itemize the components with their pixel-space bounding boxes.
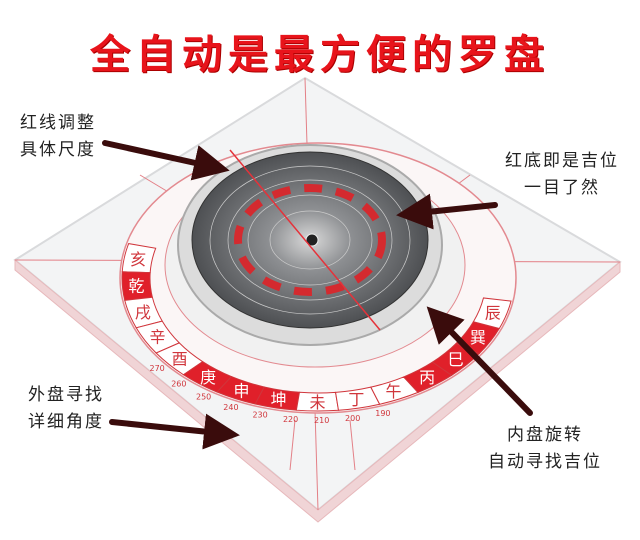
dial-red-band: [234, 184, 386, 296]
arrow-inner-dial: [426, 306, 533, 416]
outer-ring-char: 乾: [128, 277, 144, 296]
outer-ring-segment: [472, 297, 512, 330]
arrow-red-cell: [396, 193, 498, 230]
annotation-line: 一目了然: [524, 178, 600, 198]
degree-labels: 270 260 250 240 230 220 210 200 190: [149, 364, 390, 425]
page-title: 全自动是最方便的罗盘: [90, 32, 550, 78]
degree-label: 200: [345, 414, 360, 423]
degree-label: 210: [314, 416, 329, 425]
outer-ring-char: 午: [385, 382, 401, 401]
outer-ring-char: 丁: [348, 390, 364, 409]
degree-label: 190: [375, 409, 390, 418]
annotation-line: 内盘旋转: [507, 425, 583, 445]
annotation-line: 详细角度: [28, 412, 104, 432]
outer-ring-char: 亥: [130, 250, 146, 269]
degree-label: 270: [149, 364, 164, 373]
degree-label: 220: [283, 415, 298, 424]
outer-ring-char: 戌: [135, 303, 151, 322]
degree-label: 230: [252, 410, 267, 419]
arrows: [102, 140, 533, 450]
outer-ring-char: 巳: [448, 350, 464, 369]
degree-label: 240: [223, 403, 238, 412]
annotation-inner-dial: 内盘旋转 自动寻找吉位: [488, 422, 602, 476]
red-alignment-line[interactable]: [229, 149, 381, 331]
outer-ring-char: 酉: [172, 350, 188, 369]
arrow-outer-degree: [109, 413, 240, 450]
outer-ring-char: 坤: [271, 390, 287, 409]
annotation-line: 红线调整: [20, 113, 96, 133]
annotation-red-background: 红底即是吉位 一目了然: [505, 148, 619, 202]
outer-ring-char: 申: [234, 382, 250, 401]
degree-label: 250: [196, 393, 211, 402]
outer-ring-char: 巽: [470, 328, 486, 347]
outer-ring-char: 丙: [419, 368, 435, 387]
arrow-red-line: [102, 140, 230, 181]
outer-ring-char: 辰: [485, 304, 501, 323]
annotation-red-line: 红线调整 具体尺度: [20, 110, 96, 164]
dial-rings: [209, 165, 411, 315]
outer-ring-char: 辛: [150, 328, 166, 347]
outer-ring-char: 未: [309, 393, 325, 412]
annotation-line: 自动寻找吉位: [488, 452, 602, 472]
outer-ring-char: 庚: [200, 368, 216, 387]
degree-label: 260: [171, 380, 186, 389]
annotation-line: 外盘寻找: [28, 385, 104, 405]
annotation-line: 红底即是吉位: [505, 151, 619, 171]
annotation-outer-dial: 外盘寻找 详细角度: [28, 382, 104, 436]
compass-needle-pivot: [305, 233, 319, 247]
annotation-line: 具体尺度: [20, 140, 96, 160]
